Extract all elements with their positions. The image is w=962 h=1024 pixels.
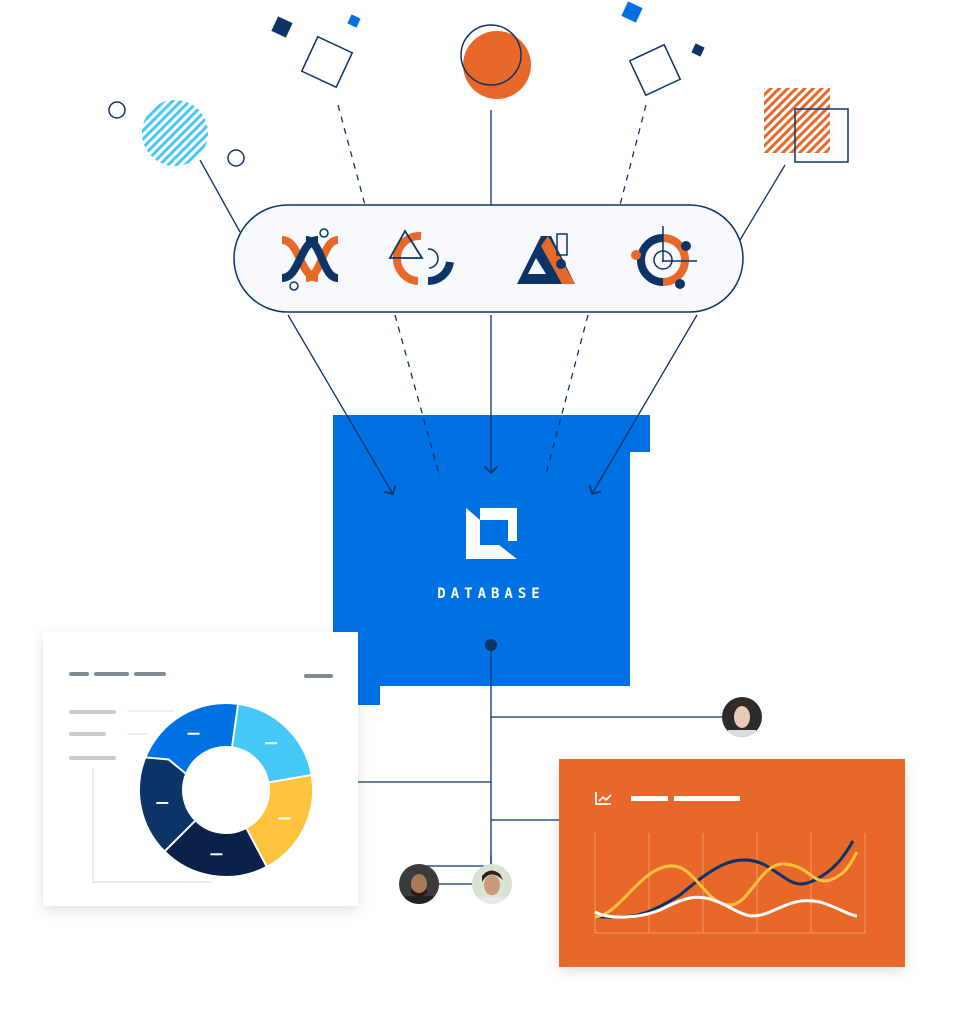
decor-left-circles xyxy=(108,100,245,167)
database-block xyxy=(333,415,650,705)
connector-line xyxy=(199,159,241,233)
title-placeholder xyxy=(674,796,740,801)
decor-top-circle xyxy=(460,24,531,99)
database-label: DATABASE xyxy=(437,586,545,602)
hatched-circle xyxy=(142,100,208,166)
card-header-placeholders xyxy=(69,672,333,883)
series-line-yellow xyxy=(594,851,859,919)
donut-segment-label xyxy=(187,732,200,735)
avatar[interactable] xyxy=(722,697,762,740)
line-chart-card xyxy=(559,759,905,967)
output-node xyxy=(485,639,497,651)
flow-arrow xyxy=(588,314,698,496)
series-line-white xyxy=(594,895,858,919)
flow-dashed-line xyxy=(394,314,441,479)
target-icon xyxy=(631,226,697,289)
donut-segment-label xyxy=(156,801,169,804)
donut-segment-label xyxy=(278,817,291,820)
decor-left-squares xyxy=(271,14,361,89)
warning-triangle-icon xyxy=(517,233,575,284)
avatar[interactable] xyxy=(399,864,439,906)
decor-right-hatched-square xyxy=(764,88,849,163)
donut-chart-card xyxy=(43,632,358,906)
line-chart-icon xyxy=(595,792,612,805)
donut-chart xyxy=(138,702,314,878)
flow-arrow xyxy=(287,314,397,496)
donut-segment-label xyxy=(265,742,278,745)
flow-dashed-line xyxy=(544,314,589,479)
donut-segment xyxy=(138,756,198,853)
title-placeholder xyxy=(631,796,668,801)
sources-pill xyxy=(233,204,744,313)
connector-dashed-line xyxy=(337,104,366,206)
avatar[interactable] xyxy=(472,864,512,907)
series-line-navy xyxy=(594,840,855,919)
donut-segment-label xyxy=(210,853,223,856)
decor-right-squares xyxy=(621,1,705,97)
shapes-icon xyxy=(388,229,454,286)
connector-dashed-line xyxy=(619,104,647,206)
dna-icon xyxy=(281,228,340,291)
connector-line xyxy=(739,164,786,241)
